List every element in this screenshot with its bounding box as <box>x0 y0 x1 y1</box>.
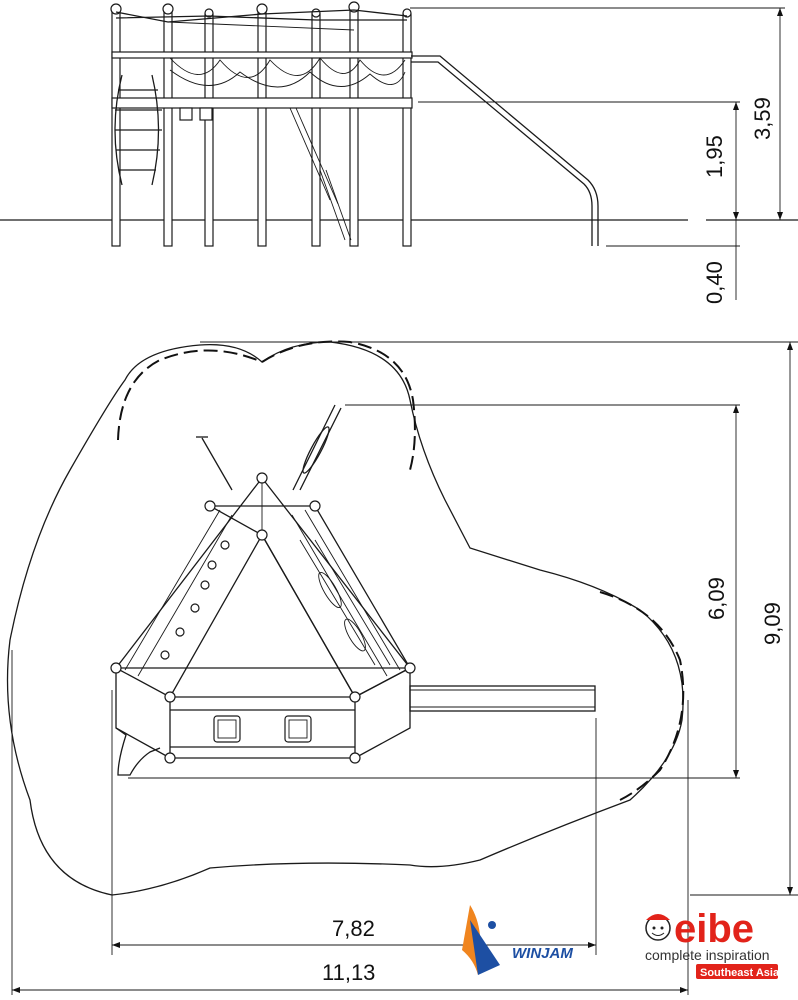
side-elevation <box>0 1 798 247</box>
dim-safety-width: 11,13 <box>322 960 375 985</box>
plan-dimensions: 6,09 9,09 7,82 11,13 <box>11 341 798 995</box>
plan-view <box>6 340 685 896</box>
eibe-tagline: complete inspiration <box>645 947 770 963</box>
rope-net <box>299 539 391 666</box>
posts <box>111 7 412 247</box>
safety-zone-outline <box>6 341 684 896</box>
dim-plan-width: 7,82 <box>332 916 375 941</box>
winjam-wordmark: WINJAM <box>512 945 573 962</box>
dim-plan-depth: 6,09 <box>704 577 729 620</box>
curved-ladder-plan <box>115 727 161 776</box>
triangle-frame <box>114 476 412 760</box>
eibe-wordmark: eibe <box>674 907 754 951</box>
eibe-region-badge <box>696 964 778 979</box>
dim-footing-depth: 0,40 <box>702 261 727 304</box>
dim-overall-height: 3,59 <box>750 97 775 140</box>
platform-deck <box>111 97 413 109</box>
safety-zone-dashed <box>117 340 416 471</box>
diagonal-pole <box>196 436 233 491</box>
eibe-logo: eibe complete inspiration Southeast Asia <box>645 907 780 979</box>
dim-platform-height: 1,95 <box>702 135 727 178</box>
slide <box>411 55 599 246</box>
winjam-logo: WINJAM <box>462 905 573 975</box>
eibe-region: Southeast Asia <box>700 967 780 979</box>
net-ropes <box>169 57 406 241</box>
swing-seats <box>213 715 312 743</box>
climbing-holds <box>160 540 230 660</box>
dim-safety-depth: 9,09 <box>760 602 785 645</box>
side-dimensions: 1,95 3,59 0,40 <box>410 7 785 304</box>
post-nodes <box>110 472 416 764</box>
curved-ladder <box>114 74 162 186</box>
slide-plan <box>409 685 596 712</box>
diagonal-ladder <box>292 404 342 491</box>
